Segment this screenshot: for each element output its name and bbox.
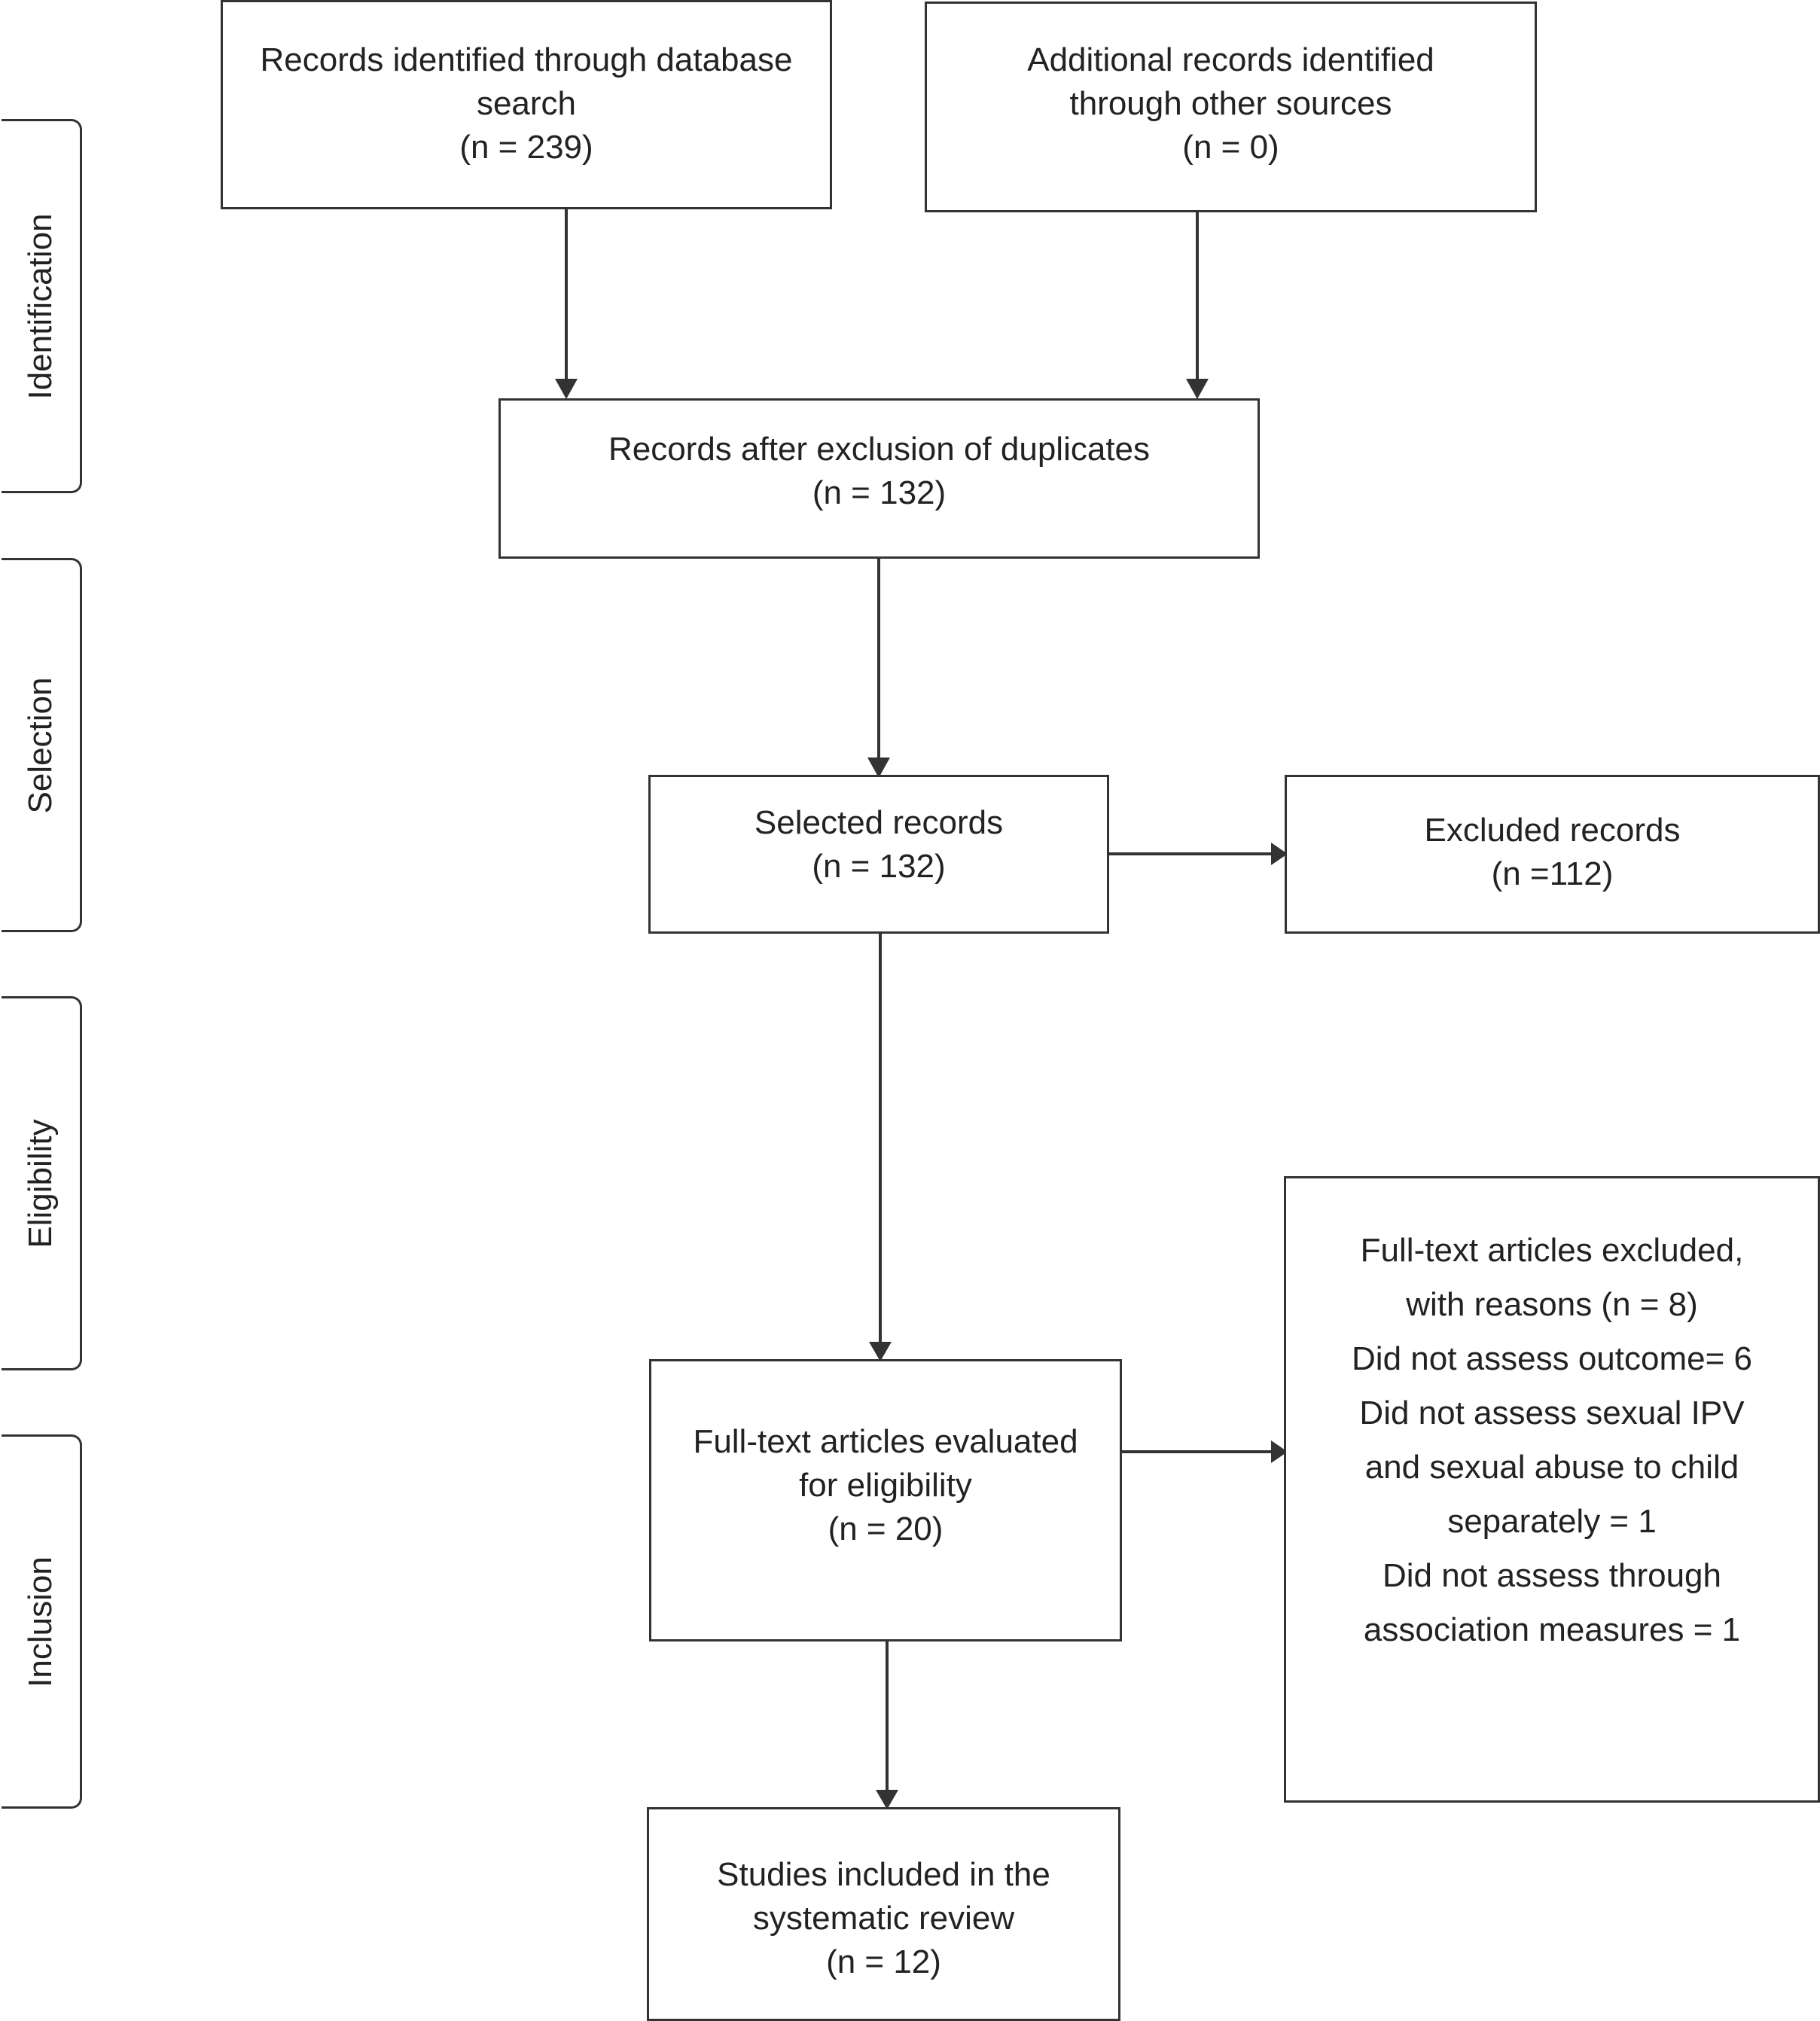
selected-records-count: (n = 132) [812,848,946,885]
box-other-sources: Additional records identified through ot… [925,2,1537,212]
arrowhead-fulltext-excluded [1271,1440,1288,1463]
box-full-text-evaluated: Full-text articles evaluated for eligibi… [649,1359,1122,1641]
stage-selection: Selection [2,558,82,932]
selected-records-line1: Selected records [754,804,1004,841]
box-database-search: Records identified through database sear… [221,0,832,209]
database-search-count: (n = 239) [459,129,593,166]
other-sources-line1: Additional records identified [1027,41,1434,78]
arrowhead-database [555,379,578,399]
excluded-records-count: (n =112) [1491,855,1614,892]
full-text-evaluated-count: (n = 20) [828,1510,944,1547]
box-studies-included: Studies included in the systematic revie… [647,1807,1120,2021]
database-search-line2: search [476,85,577,122]
full-text-evaluated-line2: for eligibility [799,1467,972,1504]
full-text-evaluated-line1: Full-text articles evaluated [693,1423,1078,1460]
after-duplicates-count: (n = 132) [812,474,947,511]
after-duplicates-line1: Records after exclusion of duplicates [608,431,1151,468]
stage-identification: Identification [2,119,82,493]
box-selected-records: Selected records (n = 132) [648,775,1109,934]
box-excluded-records: Excluded records (n =112) [1285,775,1820,934]
arrowhead-duplicates [867,757,890,778]
box-full-text-excluded: Full-text articles excluded, with reason… [1284,1176,1820,1803]
studies-included-line2: systematic review [752,1900,1015,1937]
studies-included-line1: Studies included in the [717,1856,1050,1893]
other-sources-line2: through other sources [1069,85,1392,122]
exclusion-reason-line: association measures = 1 [1363,1611,1741,1648]
exclusion-reason-line: Did not assess outcome= 6 [1352,1340,1752,1377]
arrowhead-excluded [1271,843,1288,865]
database-search-line1: Records identified through database [260,41,793,78]
stage-inclusion: Inclusion [2,1434,82,1809]
other-sources-count: (n = 0) [1182,129,1279,166]
arrowhead-fulltext [869,1342,892,1361]
excluded-records-line1: Excluded records [1424,812,1681,849]
exclusion-reason-line: Did not assess through [1382,1557,1722,1594]
exclusion-reason-line: Full-text articles excluded, [1360,1232,1744,1269]
box-after-duplicates: Records after exclusion of duplicates (n… [498,398,1260,559]
arrowhead-included [876,1790,898,1809]
exclusion-reason-line: with reasons (n = 8) [1406,1286,1698,1323]
exclusion-reason-line: separately = 1 [1447,1503,1657,1540]
exclusion-reason-line: and sexual abuse to child [1364,1449,1739,1486]
exclusion-reason-line: Did not assess sexual IPV [1359,1395,1745,1431]
arrowhead-other [1186,379,1209,399]
stage-eligibility: Eligibility [2,996,82,1370]
studies-included-count: (n = 12) [826,1943,941,1980]
